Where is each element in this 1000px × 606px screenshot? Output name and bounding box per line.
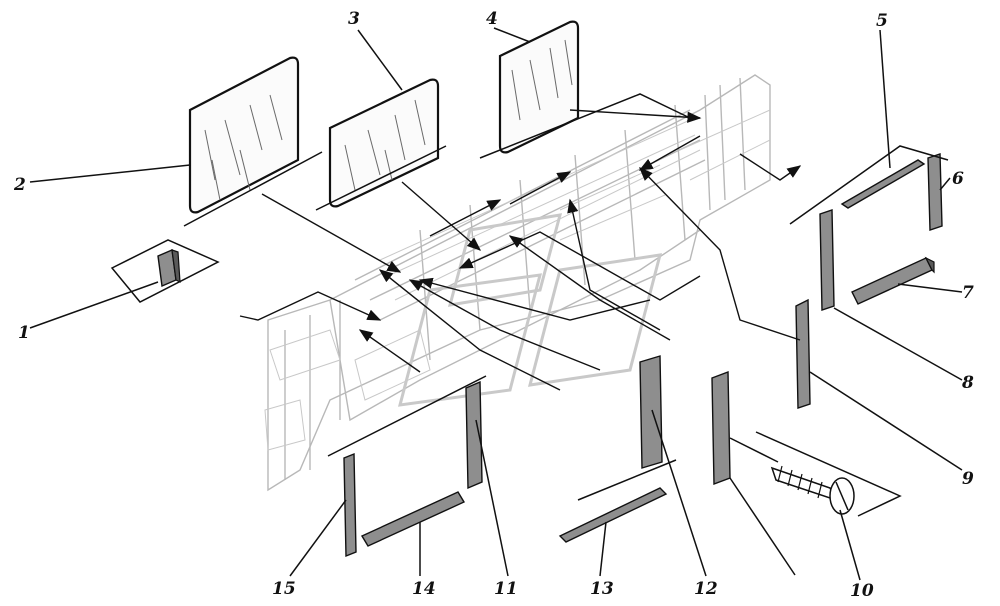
label-8: 8 xyxy=(961,373,974,393)
glass-pane-4 xyxy=(498,20,580,154)
label-10: 10 xyxy=(850,581,874,601)
arrow-leaders xyxy=(239,109,802,391)
label-1-2: 2 xyxy=(13,175,26,195)
seal-strip-8 xyxy=(819,209,835,311)
label-11: 11 xyxy=(494,579,518,599)
label-12: 12 xyxy=(694,579,718,599)
seal-strip-10a xyxy=(711,370,731,486)
glass-pane-3 xyxy=(328,78,440,208)
seal-strip-7 xyxy=(851,256,935,305)
seal-strip-9 xyxy=(795,298,811,409)
label-15: 15 xyxy=(272,579,296,599)
label-5: 5 xyxy=(876,11,888,31)
seal-strip-5 xyxy=(840,159,926,209)
clip-part-1 xyxy=(157,248,181,288)
leader-lines xyxy=(29,27,963,581)
label-1: 1 xyxy=(18,323,30,343)
label-6: 6 xyxy=(952,169,964,189)
label-7: 7 xyxy=(962,283,974,303)
seal-strip-13 xyxy=(558,487,668,543)
seal-strip-14 xyxy=(360,491,466,547)
label-3: 3 xyxy=(348,9,360,29)
callout-labels: 2 3 4 5 6 7 8 9 1 10 11 12 13 14 15 xyxy=(13,9,974,601)
label-4: 4 xyxy=(486,9,498,29)
seal-strip-6 xyxy=(927,153,943,231)
seal-strip-12 xyxy=(639,355,663,469)
glass-pane-2 xyxy=(188,56,300,214)
label-9: 9 xyxy=(962,469,974,489)
screw-part xyxy=(770,465,855,515)
label-13: 13 xyxy=(590,579,614,599)
seal-strip-15 xyxy=(343,452,357,558)
seal-strip-11 xyxy=(465,380,483,490)
label-14: 14 xyxy=(412,579,436,599)
